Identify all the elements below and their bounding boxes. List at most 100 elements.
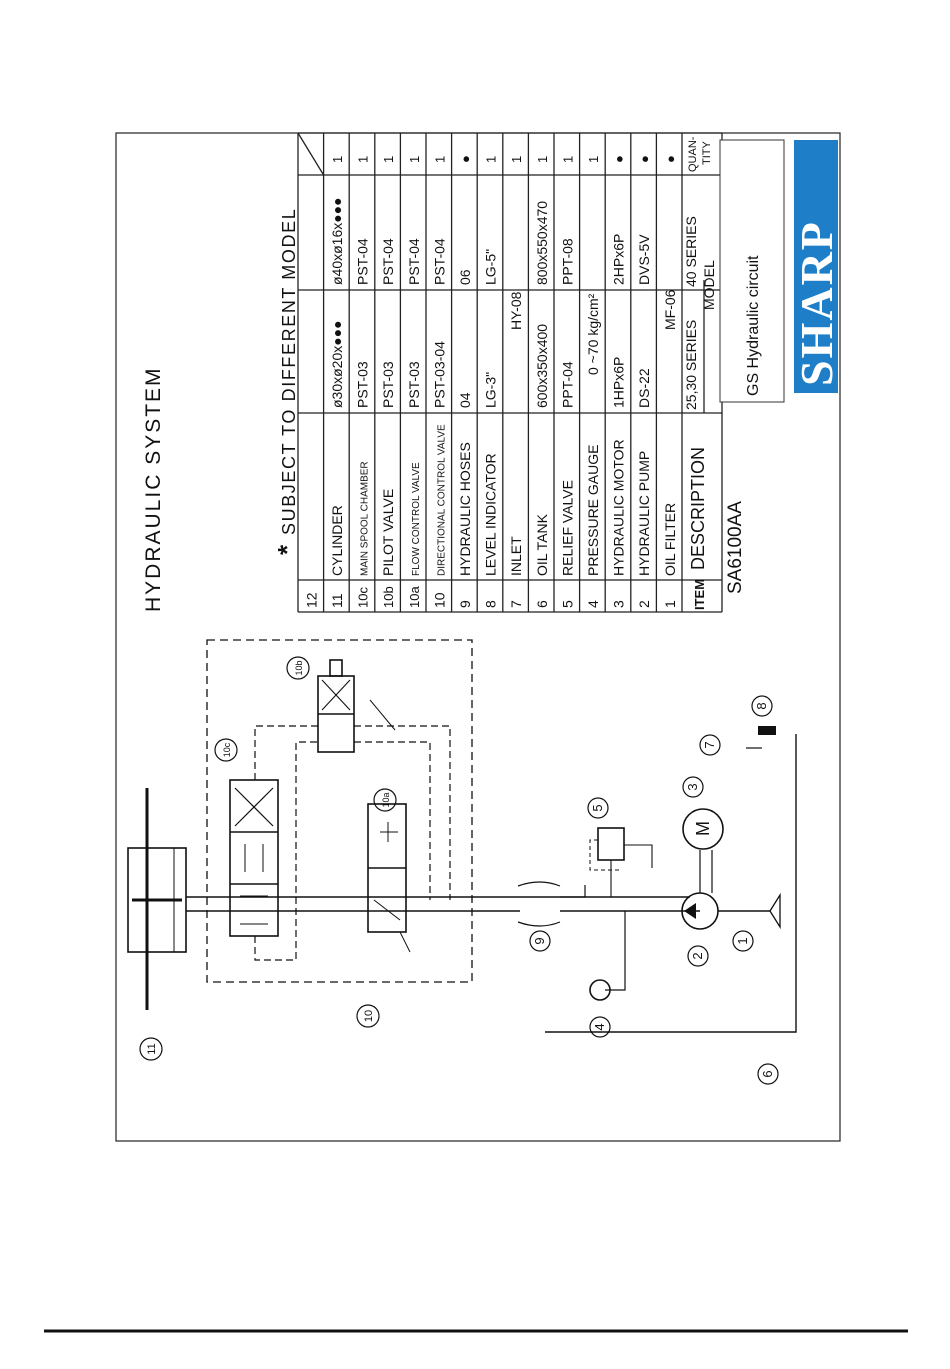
callout-circle — [356, 1004, 380, 1028]
table-header-series-a: 25,30 SERIES — [683, 320, 699, 410]
table-cell-model-a: PPT-04 — [559, 361, 575, 408]
table-cell-model-a: ø30xø20x●●● — [329, 320, 345, 408]
table-cell-quantity: 1 — [586, 156, 601, 163]
table-header-series-b: 40 SERIES — [683, 216, 699, 287]
callout-label: 3 — [685, 783, 700, 790]
table-cell-model-a: LG-3" — [483, 372, 499, 408]
callout-circle — [687, 945, 709, 967]
table-cell-model-a: 04 — [457, 392, 473, 408]
callout-circle — [139, 1037, 163, 1061]
table-cell-quantity: 1 — [381, 156, 396, 163]
callout-circle — [751, 695, 773, 717]
cylinder-body — [127, 847, 187, 953]
table-cell-item: 6 — [534, 600, 550, 608]
table-header-model: MODEL — [701, 260, 717, 310]
relief-valve — [597, 827, 625, 861]
table-cell-quantity: ● — [612, 155, 627, 163]
table-cell-description: PILOT VALVE — [380, 489, 396, 576]
table-cell-item: 11 — [329, 593, 345, 608]
oil-filter — [769, 892, 781, 930]
table-cell-quantity: 1 — [330, 156, 345, 163]
callout-label: 8 — [754, 702, 769, 709]
sharp-logo — [794, 140, 838, 393]
table-cell-model-b: 06 — [457, 269, 473, 285]
table-cell-model-a: PST-03 — [406, 361, 422, 408]
table-cell-item: 10b — [381, 586, 396, 608]
table-cell-item: 5 — [559, 600, 575, 608]
table-cell-model: HY-08 — [508, 291, 524, 330]
subtitle-mark: * — [272, 544, 302, 555]
table-cell-description: INLET — [508, 536, 524, 576]
callout-label: 10 — [363, 1010, 375, 1022]
hydraulic-motor — [682, 808, 724, 850]
table-cell-quantity: 1 — [432, 156, 447, 163]
hose-symbol — [517, 881, 561, 887]
table-cell-item: 1 — [662, 600, 678, 608]
oil-tank — [545, 734, 797, 1033]
table-cell-description: HYDRAULIC MOTOR — [611, 439, 627, 576]
callout-circle — [529, 930, 551, 952]
drawing-number: SA6100AA — [725, 501, 746, 594]
table-cell-item: 10 — [431, 592, 447, 608]
callout-circle — [587, 797, 609, 819]
caption-text: GS Hydraulic circuit — [745, 255, 762, 396]
table-cell-description: PRESSURE GAUGE — [585, 445, 601, 576]
table-diagonal — [297, 132, 325, 176]
table-header-description: DESCRIPTION — [688, 447, 708, 570]
callout-label: 7 — [702, 741, 717, 748]
table-cell-model: MF-06 — [662, 289, 678, 330]
parts-table — [297, 132, 723, 613]
motor-symbol: M — [693, 821, 713, 836]
table-header-quantity: TITY — [701, 141, 713, 165]
table-cell-quantity: 1 — [356, 156, 371, 163]
table-cell-model-b: PST-04 — [406, 238, 422, 285]
table-cell-model-b: DVS-5V — [636, 234, 652, 285]
callout-circle — [589, 1016, 611, 1038]
callout-label: 1 — [735, 937, 750, 944]
table-cell-model-b: ø40xø16x●●● — [329, 197, 345, 285]
callout-label: 10b — [294, 660, 304, 675]
table-cell-description: HYDRAULIC PUMP — [636, 451, 652, 576]
table-cell-model-b: 800x550x470 — [534, 201, 550, 285]
callout-label: 5 — [590, 804, 605, 811]
callout-label: 10c — [222, 742, 232, 757]
table-header-item: ITEM — [692, 579, 707, 610]
table-cell-model-a: 600x350x400 — [534, 324, 550, 408]
callout-label: 4 — [592, 1023, 607, 1030]
table-cell-quantity: 1 — [535, 156, 550, 163]
callout-circle — [286, 656, 310, 680]
table-cell-quantity: 1 — [560, 156, 575, 163]
table-cell-model: 0 ~70 kg/cm² — [585, 293, 601, 375]
table-cell-model-a: PST-03 — [355, 361, 371, 408]
diagram-title: HYDRAULIC SYSTEM — [142, 366, 165, 612]
table-cell-model-b: PST-04 — [431, 238, 447, 285]
table-cell-quantity: ● — [637, 155, 652, 163]
table-cell-description: RELIEF VALVE — [559, 480, 575, 576]
table-cell-model-a: PST-03-04 — [431, 341, 447, 408]
table-cell-model-b: PST-04 — [380, 238, 396, 285]
table-cell-model-a: PST-03 — [380, 361, 396, 408]
table-cell-quantity: 1 — [407, 156, 422, 163]
callout-circle — [732, 930, 754, 952]
table-cell-item: 2 — [636, 600, 652, 608]
table-cell-description: LEVEL INDICATOR — [483, 453, 499, 576]
main-spool-chamber — [229, 779, 279, 937]
table-cell-item: 12 — [303, 592, 319, 608]
table-cell-description: OIL FILTER — [662, 503, 678, 576]
callout-label: 6 — [760, 1070, 775, 1077]
table-cell-item: 4 — [585, 600, 601, 608]
callout-circle — [757, 1063, 779, 1085]
callout-label: 10a — [381, 792, 391, 807]
table-cell-description: MAIN SPOOL CHAMBER — [360, 461, 371, 576]
table-cell-model-b: PPT-08 — [559, 238, 575, 285]
table-cell-description: OIL TANK — [534, 513, 550, 576]
table-cell-item: 3 — [611, 600, 627, 608]
callout-circle — [214, 738, 238, 762]
hydraulic-schematic — [127, 639, 797, 1033]
table-cell-model-b: 2HPx6P — [611, 234, 627, 285]
table-cell-model-b: LG-5" — [483, 249, 499, 285]
table-cell-model-b: PST-04 — [355, 238, 371, 285]
